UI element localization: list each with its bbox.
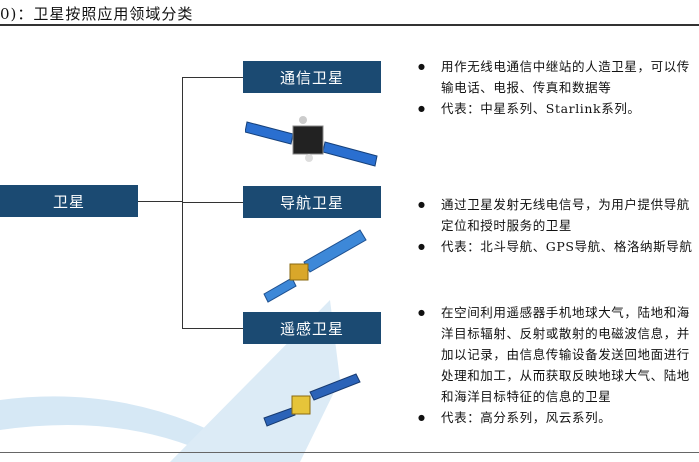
connector <box>138 201 182 202</box>
navigation-description: 通过卫星发射无线电信号，为用户提供导航定位和授时服务的卫星 代表：北斗导航、GP… <box>416 194 699 257</box>
bullet-item: 代表：北斗导航、GPS导航、格洛纳斯导航 <box>416 236 699 257</box>
navigation-satellite-image <box>263 229 367 303</box>
communication-satellite-image <box>245 116 378 167</box>
branch-label: 通信卫星 <box>279 68 344 87</box>
branch-label: 遥感卫星 <box>279 319 344 338</box>
bullet-item: 用作无线电通信中继站的人造卫星，可以传输电话、电报、传真和数据等 <box>416 56 699 98</box>
branch-box-communication: 通信卫星 <box>243 61 381 93</box>
bullet-item: 通过卫星发射无线电信号，为用户提供导航定位和授时服务的卫星 <box>416 194 699 236</box>
title-divider <box>0 24 699 26</box>
connector <box>182 77 243 78</box>
bullet-item: 在空间利用遥感器手机地球大气，陆地和海洋目标辐射、反射或散射的电磁波信息，并加以… <box>416 302 699 407</box>
root-label: 卫星 <box>52 192 85 211</box>
connector <box>182 328 243 329</box>
remote-sensing-satellite-image <box>263 373 361 427</box>
bullet-item: 代表：高分系列，风云系列。 <box>416 407 699 428</box>
branch-label: 导航卫星 <box>279 193 344 212</box>
remote-sensing-description: 在空间利用遥感器手机地球大气，陆地和海洋目标辐射、反射或散射的电磁波信息，并加以… <box>416 302 699 428</box>
root-box: 卫星 <box>0 185 138 217</box>
figure-title: 0)：卫星按照应用领域分类 <box>0 5 194 23</box>
bottom-divider <box>0 452 699 453</box>
branch-box-navigation: 导航卫星 <box>243 186 381 218</box>
connector <box>182 202 243 203</box>
communication-description: 用作无线电通信中继站的人造卫星，可以传输电话、电报、传真和数据等 代表：中星系列… <box>416 56 699 119</box>
branch-box-remote-sensing: 遥感卫星 <box>243 312 381 344</box>
bullet-item: 代表：中星系列、Starlink系列。 <box>416 98 699 119</box>
